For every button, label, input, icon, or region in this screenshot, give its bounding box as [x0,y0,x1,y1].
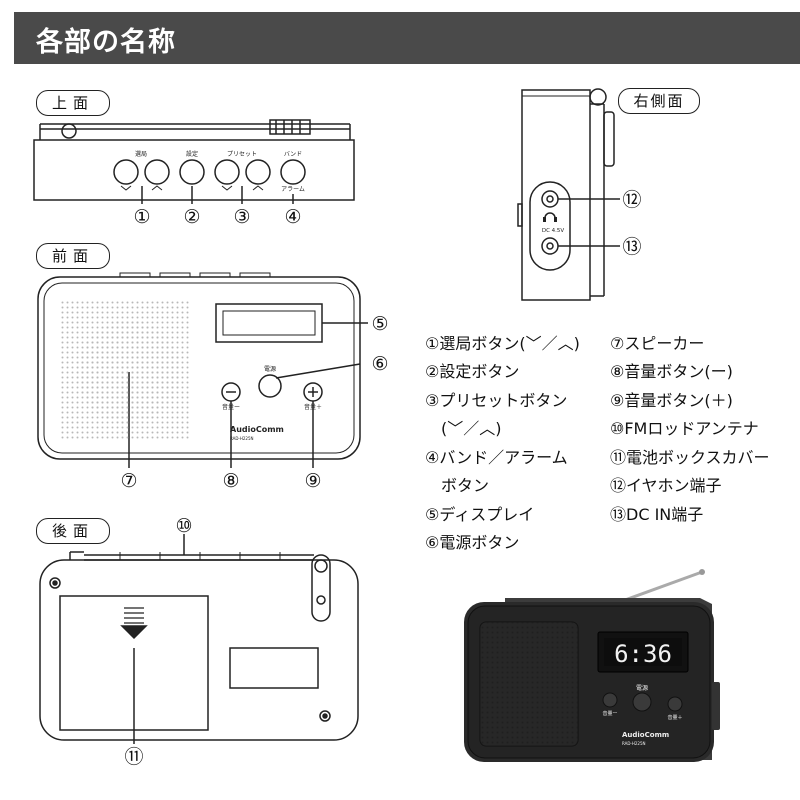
top-view-body [33,139,355,201]
label-vol-down: 音量ー [222,403,240,411]
front-view-body [37,276,361,460]
legend-item: ⑪電池ボックスカバー [610,448,770,467]
legend-item: ⑨音量ボタン(＋) [610,391,733,410]
legend-item: ⑬DC IN端子 [610,505,704,524]
jack-panel [529,181,571,271]
battery-cover [59,595,209,731]
right-view-body [521,89,591,301]
band-button[interactable] [280,159,306,185]
back-view-body [39,559,359,741]
photo-power-label: 電源 [636,684,648,692]
set-button[interactable] [179,159,205,185]
photo-vol-down: 音量ー [602,710,617,717]
callout-7: ⑦ [120,470,137,492]
page-title: 各部の名称 [36,27,176,58]
product-photo [464,569,720,762]
view-label-back: 後面 [36,518,110,544]
label-set: 設定 [186,150,198,158]
legend-item: ⑥電源ボタン [425,533,520,552]
callout-13: ⑬ [622,236,641,258]
preset-down-button[interactable] [214,159,240,185]
callout-5: ⑤ [371,313,388,335]
label-dc: DC 4.5V [542,228,565,234]
legend-item: ⑩FMロッドアンテナ [610,419,759,438]
legend-item: ⑫イヤホン端子 [610,476,722,495]
front-display [215,303,323,343]
legend-item: ⑦スピーカー [610,334,705,353]
dc-jack[interactable] [541,237,559,255]
label-tune: 選局 [135,150,147,158]
legend-item: ④バンド／アラーム [425,448,568,467]
callout-8: ⑧ [222,470,239,492]
power-button[interactable] [258,374,282,398]
photo-model: RAD-H225N [622,741,646,746]
screw [319,710,331,722]
photo-vol-up: 音量＋ [667,714,682,721]
legend-item: ボタン [441,476,490,495]
back-label-area [229,647,319,689]
photo-brand: AudioComm [622,731,669,739]
callout-11: ⑪ [124,746,143,768]
callout-1: ① [133,206,150,228]
label-power: 電源 [264,365,276,373]
label-preset: プリセット [227,151,257,158]
title-bar: 各部の名称 [14,12,800,64]
antenna-pivot [61,123,77,139]
tune-down-button[interactable] [113,159,139,185]
callout-6: ⑥ [371,353,388,375]
antenna-hinge [311,554,331,622]
view-label-front: 前面 [36,243,110,269]
photo-display: 6:36 [614,640,672,668]
screw [49,577,61,589]
front-model: RAD-H225N [230,436,254,441]
label-vol-up: 音量＋ [304,403,322,411]
legend-item: ②設定ボタン [425,362,520,381]
label-alarm: アラーム [281,186,305,193]
view-label-top: 上面 [36,90,110,116]
front-brand: AudioComm [230,425,284,434]
callout-10: ⑩ [175,515,192,537]
legend-item: ①選局ボタン(﹀／︿) [425,334,580,353]
legend-item: ③プリセットボタン [425,391,568,410]
legend-item: ⑧音量ボタン(ー) [610,362,733,381]
callout-2: ② [183,206,200,228]
callout-12: ⑫ [622,189,641,211]
callout-4: ④ [284,206,301,228]
view-label-right: 右側面 [618,88,700,114]
earphone-jack[interactable] [541,190,559,208]
tune-up-button[interactable] [144,159,170,185]
legend-item: ⑤ディスプレイ [425,505,535,524]
headphone-icon [543,212,557,222]
legend-item: (﹀／︿) [441,419,502,438]
label-band: バンド [284,151,302,158]
antenna-knob [589,88,607,106]
callout-3: ③ [233,206,250,228]
preset-up-button[interactable] [245,159,271,185]
callout-9: ⑨ [304,470,321,492]
